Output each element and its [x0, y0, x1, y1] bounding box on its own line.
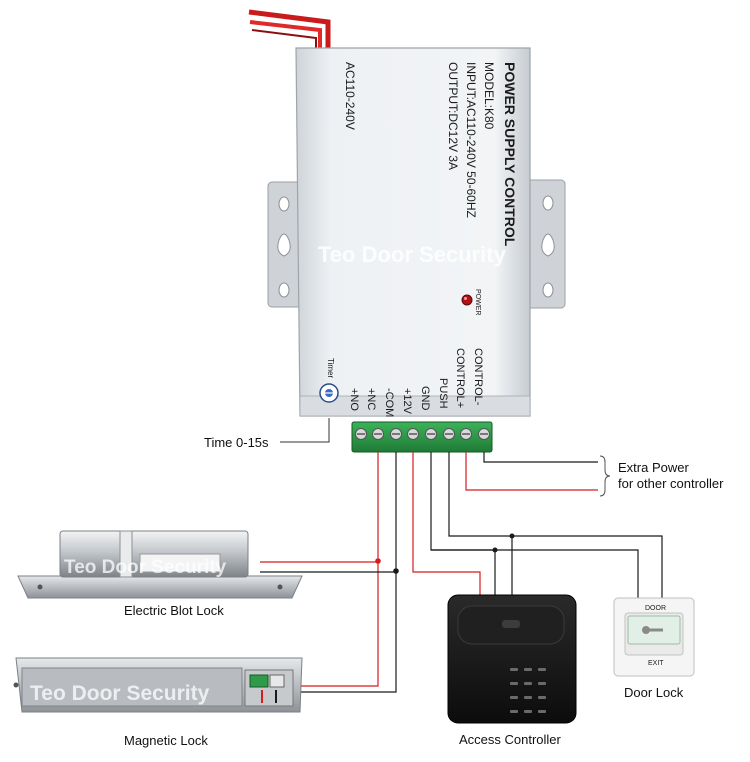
magnetic-lock-label: Magnetic Lock	[124, 733, 208, 748]
mounting-bracket-right	[524, 179, 566, 309]
terminal-block	[351, 421, 493, 453]
housing-ac-label: AC110-240V	[343, 62, 357, 130]
terminal-label-nc: +NC	[365, 388, 377, 410]
time-label: Time 0-15s	[204, 435, 269, 450]
housing-model: MODEL:K80	[482, 62, 496, 130]
power-supply-housing	[295, 47, 531, 417]
watermark-mag: Teo Door Security	[30, 682, 210, 705]
access-controller-label: Access Controller	[459, 732, 562, 747]
terminal-label-control-plus: CONTROL+	[454, 348, 466, 408]
terminal-label-no: +NO	[348, 388, 360, 411]
timer-knob: Timer	[319, 358, 339, 403]
electric-bolt-lock-label: Electric Blot Lock	[124, 603, 224, 618]
door-button-bottom-label: EXIT	[648, 660, 664, 667]
housing-output: OUTPUT:DC12V 3A	[446, 62, 460, 170]
housing-title: POWER SUPPLY CONTROL	[502, 62, 518, 247]
terminal-label-push: PUSH	[437, 378, 449, 409]
terminal-label-com: -COM	[383, 388, 395, 417]
extra-power-label-2: for other controller	[618, 476, 724, 491]
housing-label-block: POWER SUPPLY CONTROL MODEL:K80 INPUT:AC1…	[343, 62, 518, 247]
terminal-labels: +NO +NC -COM +12V GND PUSH CONTROL+ CONT…	[348, 348, 484, 417]
door-lock-label: Door Lock	[624, 685, 684, 700]
timer-label: Timer	[326, 358, 335, 378]
time-label-group: Time 0-15s	[204, 418, 330, 450]
access-controller	[447, 594, 577, 724]
power-led-label: POWER	[474, 289, 481, 315]
door-button-top-label: DOOR	[645, 605, 666, 612]
terminal-label-control-minus: CONTROL-	[472, 348, 484, 406]
main-wiring	[260, 452, 663, 693]
power-led: POWER	[461, 289, 481, 315]
terminal-screws	[355, 428, 490, 440]
watermark-top: Teo Door Security	[318, 242, 507, 267]
housing-input: INPUT:AC110-240V 50-60HZ	[464, 62, 478, 218]
extra-power-label-1: Extra Power	[618, 460, 689, 475]
magnetic-lock: Teo Door Security	[13, 657, 303, 713]
terminal-label-gnd: GND	[419, 386, 431, 411]
door-exit-button: DOOR EXIT	[613, 597, 695, 677]
keypad	[510, 668, 546, 713]
terminal-label-12v: +12V	[401, 388, 413, 415]
electric-bolt-lock: Teo Door Security	[17, 530, 303, 599]
watermark-bolt: Teo Door Security	[64, 557, 227, 578]
extra-power-wiring: Extra Power for other controller	[465, 452, 724, 497]
